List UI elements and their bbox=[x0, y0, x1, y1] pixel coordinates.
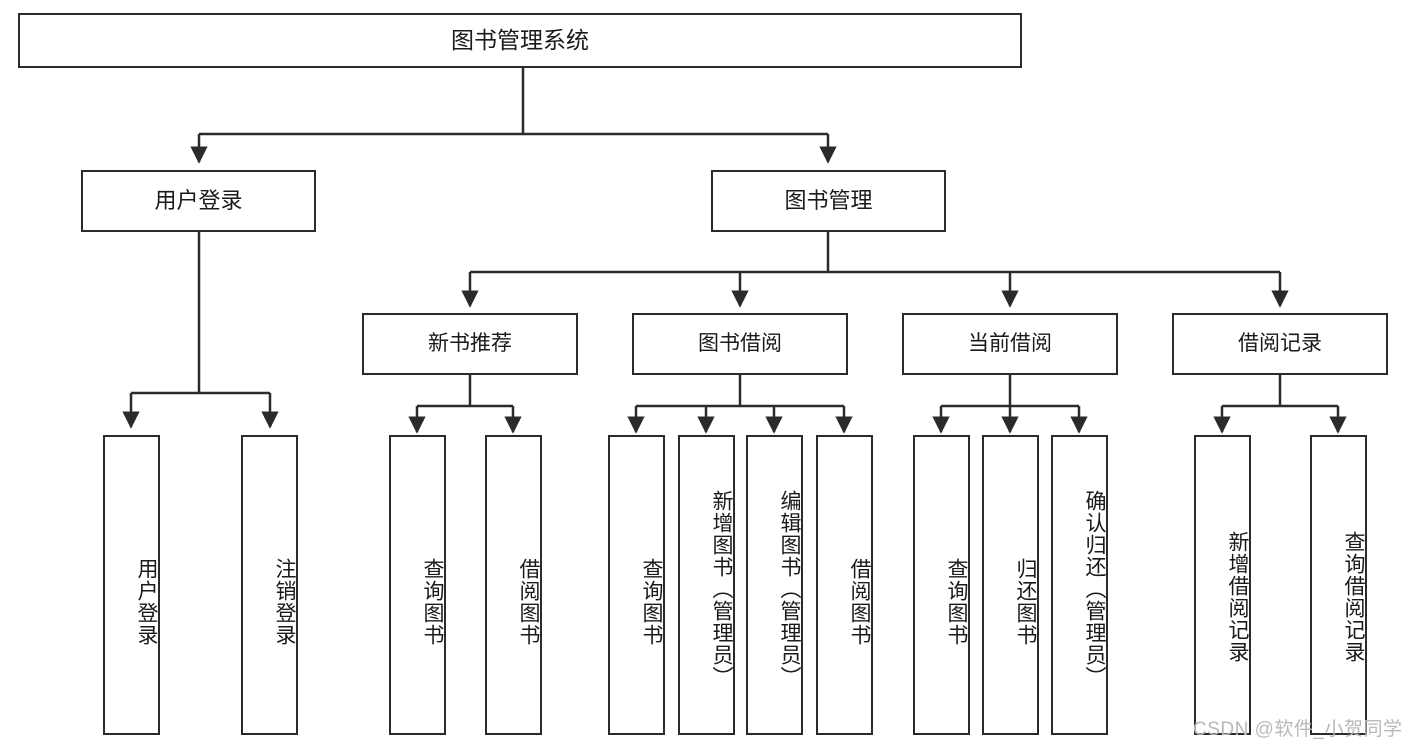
node-leaf-query-book-2[interactable]: 查询图书 bbox=[608, 435, 665, 735]
node-borrow-record[interactable]: 借阅记录 bbox=[1172, 313, 1388, 375]
node-leaf-add-book-label: 新增图书（管理员） bbox=[710, 490, 733, 688]
node-book-management-label: 图书管理 bbox=[784, 188, 873, 214]
node-book-management[interactable]: 图书管理 bbox=[711, 170, 946, 232]
node-leaf-add-record-label: 新增借阅记录 bbox=[1226, 531, 1249, 663]
node-new-book-recommend-label: 新书推荐 bbox=[428, 331, 512, 355]
node-leaf-query-book-3-label: 查询图书 bbox=[945, 558, 968, 646]
node-borrow-record-label: 借阅记录 bbox=[1238, 331, 1322, 355]
node-user-login-label: 用户登录 bbox=[154, 188, 243, 214]
node-current-borrow-label: 当前借阅 bbox=[968, 331, 1052, 355]
csdn-watermark: CSDN @软件_小贺同学 bbox=[1193, 719, 1403, 740]
node-root[interactable]: 图书管理系统 bbox=[18, 13, 1022, 68]
node-leaf-logout-login[interactable]: 注销登录 bbox=[241, 435, 298, 735]
node-leaf-query-book-1[interactable]: 查询图书 bbox=[389, 435, 446, 735]
node-leaf-confirm-return-label: 确认归还（管理员） bbox=[1083, 490, 1106, 688]
node-leaf-borrow-book-1[interactable]: 借阅图书 bbox=[485, 435, 542, 735]
node-current-borrow[interactable]: 当前借阅 bbox=[902, 313, 1118, 375]
node-user-login[interactable]: 用户登录 bbox=[81, 170, 316, 232]
node-leaf-query-record[interactable]: 查询借阅记录 bbox=[1310, 435, 1367, 735]
node-leaf-return-book[interactable]: 归还图书 bbox=[982, 435, 1039, 735]
node-leaf-user-login-label: 用户登录 bbox=[135, 558, 158, 646]
node-leaf-borrow-book-2[interactable]: 借阅图书 bbox=[816, 435, 873, 735]
node-new-book-recommend[interactable]: 新书推荐 bbox=[362, 313, 578, 375]
node-leaf-query-book-3[interactable]: 查询图书 bbox=[913, 435, 970, 735]
node-book-borrow-label: 图书借阅 bbox=[698, 331, 782, 355]
node-leaf-confirm-return[interactable]: 确认归还（管理员） bbox=[1051, 435, 1108, 735]
node-leaf-query-book-2-label: 查询图书 bbox=[640, 558, 663, 646]
node-leaf-logout-login-label: 注销登录 bbox=[273, 558, 296, 646]
node-book-borrow[interactable]: 图书借阅 bbox=[632, 313, 848, 375]
node-leaf-edit-book-label: 编辑图书（管理员） bbox=[778, 490, 801, 688]
node-leaf-user-login[interactable]: 用户登录 bbox=[103, 435, 160, 735]
node-leaf-query-book-1-label: 查询图书 bbox=[421, 558, 444, 646]
node-leaf-add-record[interactable]: 新增借阅记录 bbox=[1194, 435, 1251, 735]
node-leaf-edit-book[interactable]: 编辑图书（管理员） bbox=[746, 435, 803, 735]
node-leaf-return-book-label: 归还图书 bbox=[1014, 558, 1037, 646]
node-leaf-query-record-label: 查询借阅记录 bbox=[1342, 531, 1365, 663]
node-leaf-borrow-book-1-label: 借阅图书 bbox=[517, 558, 540, 646]
node-leaf-add-book[interactable]: 新增图书（管理员） bbox=[678, 435, 735, 735]
node-root-label: 图书管理系统 bbox=[451, 26, 589, 53]
node-leaf-borrow-book-2-label: 借阅图书 bbox=[848, 558, 871, 646]
